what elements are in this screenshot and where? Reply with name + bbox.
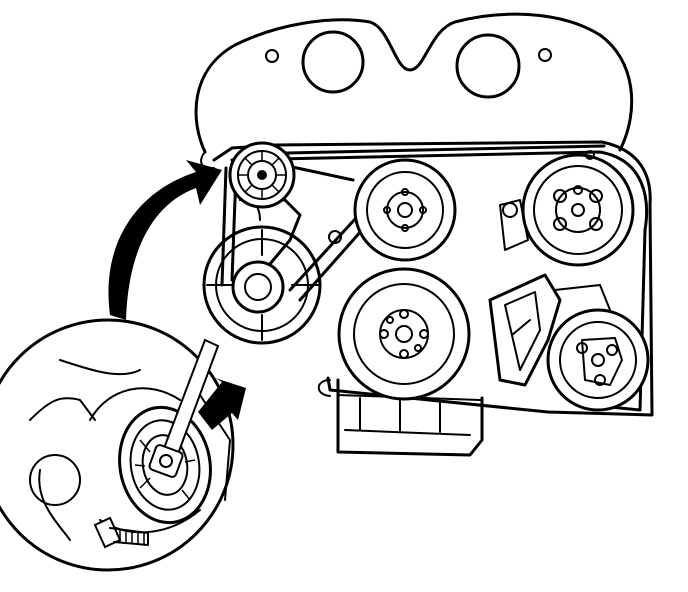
ac-compressor-bracket bbox=[488, 199, 611, 387]
wrench-direction-arrow-icon bbox=[198, 378, 246, 430]
engine-block bbox=[212, 140, 654, 417]
cam-sprocket-window-left bbox=[301, 30, 365, 94]
oil-pan bbox=[336, 378, 484, 457]
generator-pulley bbox=[521, 153, 635, 267]
bolt-head bbox=[585, 150, 595, 160]
inset-bolt bbox=[93, 516, 149, 549]
power-steering-pulley bbox=[353, 158, 457, 262]
crankshaft-pulley bbox=[337, 267, 471, 401]
engine-front-cover bbox=[194, 12, 634, 170]
bolt-head bbox=[328, 230, 342, 244]
cam-sprocket-window-right bbox=[455, 33, 521, 99]
inset-engine-background bbox=[29, 359, 231, 541]
wrench-tool bbox=[148, 338, 220, 478]
rotation-arrow-icon bbox=[108, 160, 222, 320]
ac-compressor-pulley bbox=[546, 308, 650, 412]
tensioner-pulley bbox=[228, 141, 296, 209]
cover-bolt bbox=[538, 48, 552, 62]
inset-detail bbox=[0, 318, 246, 572]
idler-pulley bbox=[231, 260, 285, 314]
cover-bolt bbox=[265, 49, 279, 63]
